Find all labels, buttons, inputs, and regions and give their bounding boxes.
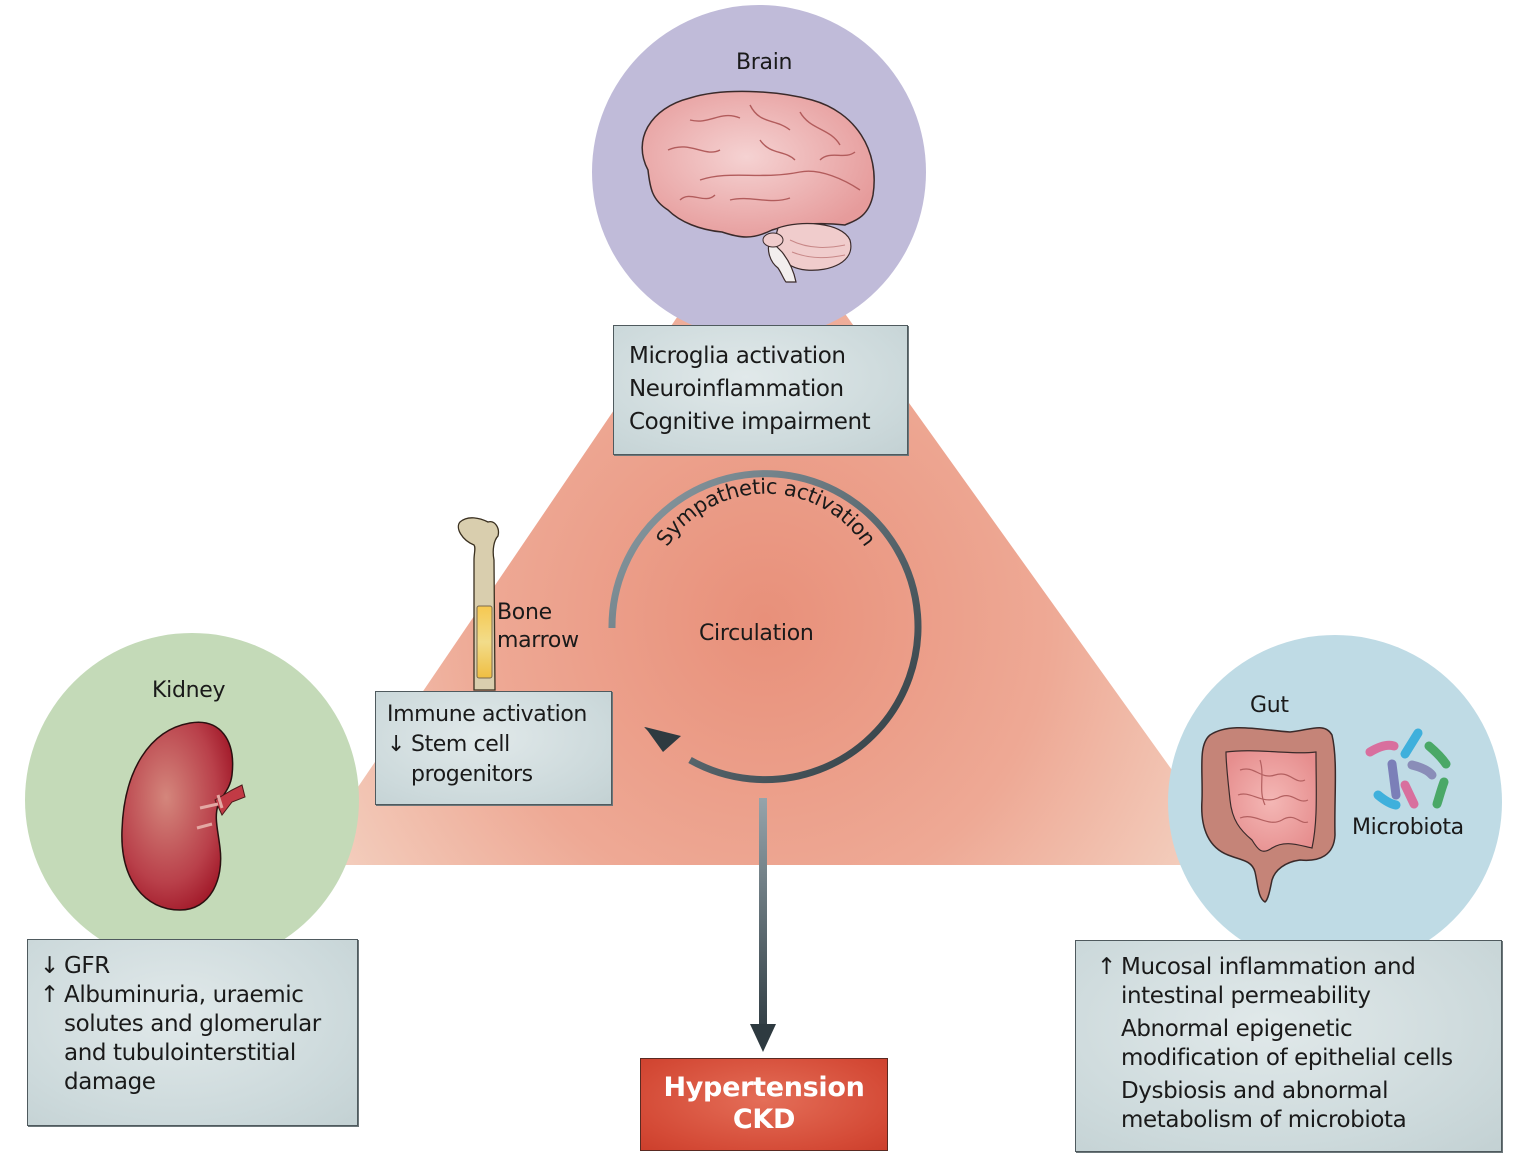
kidney-effect-continuation: and tubulointerstitial (64, 1040, 296, 1066)
down-arrow-icon: ↓ (40, 953, 59, 979)
gut-effect: ↑Mucosal inflammation and (1097, 953, 1501, 982)
bone-effect: progenitors (387, 760, 611, 790)
up-arrow-icon: ↑ (1097, 954, 1116, 980)
kidney-icon (121, 721, 246, 911)
circulation-label: Circulation (699, 621, 814, 646)
outcome-line-hypertension: Hypertension (663, 1072, 865, 1103)
bone-marrow-label-line2: marrow (497, 628, 579, 653)
up-arrow-icon: ↑ (40, 982, 59, 1008)
gut-title: Gut (1250, 693, 1289, 718)
microbiota-label: Microbiota (1352, 815, 1464, 840)
bone-effect-text: progenitors (411, 762, 533, 787)
brain-effect: Cognitive impairment (629, 409, 871, 435)
intestine-icon (1201, 727, 1337, 903)
kidney-effect-text: GFR (64, 953, 110, 979)
brain-title: Brain (736, 50, 793, 75)
kidney-effects-box: ↓GFR ↑Albuminuria, uraemic solutes and g… (27, 939, 358, 1126)
kidney-effect-continuation: solutes and glomerular (64, 1011, 321, 1037)
brain-effects-box: Microglia activation Neuroinflammation C… (613, 325, 908, 455)
sympathetic-cycle-arrow (608, 470, 922, 784)
gut-effect-continuation: intestinal permeability (1121, 983, 1371, 1009)
brain-effect: Neuroinflammation (629, 376, 844, 402)
gut-effect: Dysbiosis and abnormal (1121, 1078, 1389, 1104)
gut-effect-continuation: metabolism of microbiota (1121, 1107, 1407, 1133)
kidney-title: Kidney (152, 678, 226, 703)
outcome-box: Hypertension CKD (640, 1058, 888, 1151)
gut-effect-continuation: modification of epithelial cells (1121, 1045, 1453, 1071)
bone-effect: ↓Stem cell (387, 730, 611, 760)
bone-marrow-icon (476, 605, 493, 679)
outcome-arrow (750, 798, 776, 1052)
kidney-effect-text: Albuminuria, uraemic (64, 982, 304, 1008)
bone-effect: Immune activation (387, 700, 611, 730)
down-arrow-icon: ↓ (387, 732, 406, 757)
kidney-effect-continuation: damage (64, 1069, 156, 1095)
bone-marrow-label-line1: Bone (497, 600, 552, 625)
kidney-effect: ↓GFR (40, 952, 357, 981)
gut-effect: Abnormal epigenetic (1121, 1016, 1353, 1042)
gut-effect-text: Mucosal inflammation and (1121, 954, 1416, 980)
gut-node (1168, 635, 1502, 969)
gut-effects-box: ↑Mucosal inflammation and intestinal per… (1075, 940, 1502, 1152)
outcome-line-ckd: CKD (732, 1104, 796, 1135)
brain-icon (641, 90, 875, 283)
brain-node (592, 5, 926, 339)
kidney-node (25, 633, 359, 967)
kidney-effect: ↑Albuminuria, uraemic (40, 981, 357, 1010)
bone-effect-text: Stem cell (411, 732, 510, 757)
brain-effect: Microglia activation (629, 343, 846, 369)
bone-icon (457, 517, 500, 691)
bone-effect-text: Immune activation (387, 702, 587, 727)
microbiota-icon (1365, 728, 1451, 810)
bone-marrow-effects-box: Immune activation ↓Stem cell progenitors (375, 691, 612, 805)
